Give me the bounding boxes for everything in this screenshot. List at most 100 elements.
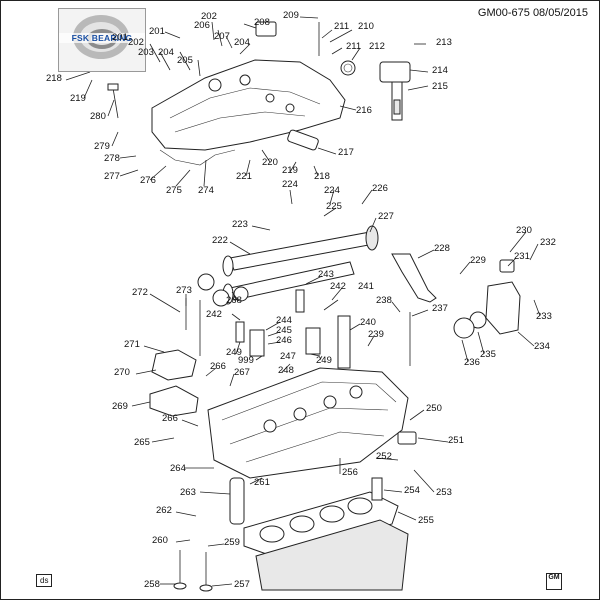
callout-245: 245 — [276, 325, 292, 336]
callout-241: 241 — [358, 281, 374, 292]
timing-chain — [159, 149, 236, 166]
callout-273: 273 — [176, 285, 192, 296]
callout-209: 209 — [283, 10, 299, 21]
callout-266: 266 — [210, 361, 226, 372]
ds-tag: ds — [36, 574, 53, 587]
callout-246: 246 — [276, 335, 292, 346]
sleeve-254 — [371, 477, 383, 501]
diagram-header: GM00-675 08/05/2015 — [478, 7, 588, 19]
callout-235: 235 — [480, 349, 496, 360]
callout-211: 211 — [346, 41, 362, 52]
head-gasket — [243, 491, 399, 557]
callout-271: 271 — [124, 339, 140, 350]
callout-213: 213 — [436, 37, 452, 48]
callout-270: 270 — [114, 367, 130, 378]
callout-247: 247 — [280, 351, 296, 362]
callout-262: 262 — [156, 505, 172, 516]
callout-248: 248 — [278, 365, 294, 376]
callout-274: 274 — [198, 185, 214, 196]
callout-229: 229 — [470, 255, 486, 266]
callout-207: 207 — [214, 31, 230, 42]
callout-264: 264 — [170, 463, 186, 474]
sensor-208 — [255, 21, 277, 37]
callout-216: 216 — [356, 105, 372, 116]
callout-272: 272 — [132, 287, 148, 298]
logo-text: FSK BEARING — [59, 33, 145, 43]
callout-252: 252 — [376, 451, 392, 462]
callout-268: 268 — [226, 295, 242, 306]
callout-265: 265 — [134, 437, 150, 448]
callout-224: 224 — [324, 185, 340, 196]
actuator-217 — [287, 129, 319, 151]
callout-275: 275 — [166, 185, 182, 196]
callout-279: 279 — [94, 141, 110, 152]
callout-276: 276 — [140, 175, 156, 186]
callout-242: 242 — [330, 281, 346, 292]
callout-214: 214 — [432, 65, 448, 76]
callout-239: 239 — [368, 329, 384, 340]
callout-237: 237 — [432, 303, 448, 314]
callout-277: 277 — [104, 171, 120, 182]
callout-251: 251 — [448, 435, 464, 446]
callout-208: 208 — [254, 17, 270, 28]
diagram-code: GM00-675 — [477, 7, 530, 19]
callout-267: 267 — [234, 367, 250, 378]
callout-206: 206 — [194, 20, 210, 31]
callout-222: 222 — [212, 235, 228, 246]
callout-256: 256 — [342, 467, 358, 478]
callout-211: 211 — [334, 21, 350, 32]
callout-259: 259 — [224, 537, 240, 548]
callout-221: 221 — [236, 171, 252, 182]
callout-204: 204 — [158, 47, 174, 58]
callout-219: 219 — [70, 93, 86, 104]
water-outlet — [453, 259, 521, 339]
camshafts — [197, 225, 379, 307]
brand-logo: FSK BEARING — [58, 8, 146, 72]
callout-217: 217 — [338, 147, 354, 158]
diagram-date: 08/05/2015 — [532, 7, 588, 19]
callout-250: 250 — [426, 403, 442, 414]
callout-240: 240 — [360, 317, 376, 328]
callout-234: 234 — [534, 341, 550, 352]
callout-233: 233 — [536, 311, 552, 322]
callout-223: 223 — [232, 219, 248, 230]
callout-263: 263 — [180, 487, 196, 498]
callout-228: 228 — [434, 243, 450, 254]
callout-242: 242 — [206, 309, 222, 320]
callout-278: 278 — [104, 153, 120, 164]
callout-244: 244 — [276, 315, 292, 326]
callout-999: 999 — [238, 355, 254, 366]
callout-255: 255 — [418, 515, 434, 526]
engine-block — [255, 519, 409, 591]
callout-249: 249 — [316, 355, 332, 366]
callout-227: 227 — [378, 211, 394, 222]
callout-224: 224 — [282, 179, 298, 190]
callout-212: 212 — [369, 41, 385, 52]
callout-243: 243 — [318, 269, 334, 280]
callout-236: 236 — [464, 357, 480, 368]
callout-203: 203 — [138, 47, 154, 58]
plate-263 — [229, 477, 245, 525]
callout-261: 261 — [254, 477, 270, 488]
callout-238: 238 — [376, 295, 392, 306]
callout-231: 231 — [514, 251, 530, 262]
callout-253: 253 — [436, 487, 452, 498]
callout-218: 218 — [46, 73, 62, 84]
callout-218: 218 — [314, 171, 330, 182]
valve-cover — [151, 59, 346, 151]
gm-badge: GM — [546, 573, 562, 590]
callout-266: 266 — [162, 413, 178, 424]
callout-232: 232 — [540, 237, 556, 248]
callout-215: 215 — [432, 81, 448, 92]
sensor-251 — [397, 431, 417, 445]
callout-202: 202 — [128, 37, 144, 48]
callout-205: 205 — [177, 55, 193, 66]
callout-226: 226 — [372, 183, 388, 194]
callout-210: 210 — [358, 21, 374, 32]
callout-254: 254 — [404, 485, 420, 496]
callout-230: 230 — [516, 225, 532, 236]
callout-280: 280 — [90, 111, 106, 122]
callout-269: 269 — [112, 401, 128, 412]
callout-202: 202 — [201, 11, 217, 22]
